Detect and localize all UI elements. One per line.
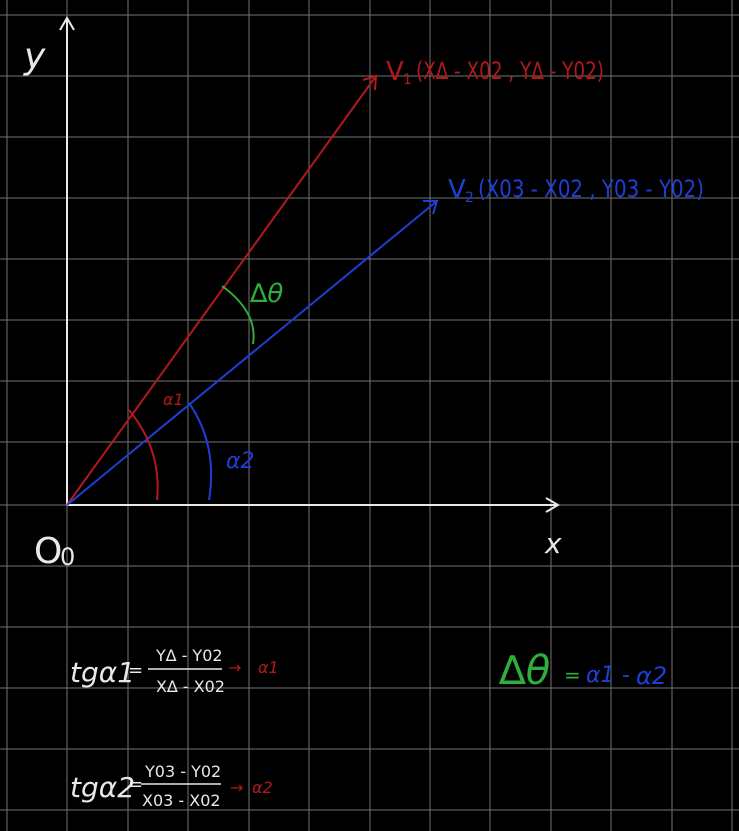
delta-theta-arc (221, 285, 255, 345)
formula-1-equals: = (128, 660, 143, 681)
vector-v2-arrowhead (423, 200, 439, 215)
x-axis-label: x (544, 527, 562, 560)
vector-v2 (66, 200, 439, 506)
delta-theta-label: ∆θ (249, 279, 283, 309)
x-axis-arrowhead (545, 497, 560, 513)
vector-v2-components: (X03 - X02 , Y03 - Y02) (478, 175, 704, 203)
formula-2-numerator: Y03 - Y02 (144, 762, 221, 781)
vector-v1-line (66, 75, 377, 506)
axes (59, 16, 560, 513)
formula-1-denominator: X∆ - X02 (156, 677, 225, 696)
formula-2: tgα2 = Y03 - Y02 X03 - X02 → α2 (70, 762, 273, 810)
delta-formula: ∆θ = α1 - α2 (498, 648, 667, 694)
formula-1-numerator: Y∆ - Y02 (155, 646, 223, 665)
y-axis-arrowhead (59, 16, 75, 31)
vector-v2-name: V (448, 175, 466, 205)
delta-formula-equals: = (564, 663, 581, 687)
formula-1-arrow: → (228, 658, 241, 677)
vector-v1-sub: 1 (403, 72, 412, 88)
vector-v1 (66, 74, 378, 506)
alpha2-arc (188, 402, 213, 501)
formula-1-lhs: tgα1 (70, 656, 135, 689)
vector-v2-sub: 2 (465, 190, 474, 206)
delta-formula-alpha1: α1 (586, 663, 615, 688)
alpha1-arc (128, 409, 159, 501)
formula-2-denominator: X03 - X02 (142, 791, 221, 810)
formula-2-arrow: → (230, 778, 243, 797)
vector-v1-arrowhead (362, 74, 378, 91)
alpha1-label: α1 (163, 390, 184, 409)
delta-formula-alpha2: α2 (636, 662, 667, 690)
delta-formula-minus: - (622, 663, 630, 688)
formula-2-equals: = (128, 774, 143, 795)
formula-1-result: α1 (258, 658, 279, 677)
formula-2-lhs: tgα2 (70, 771, 135, 804)
origin-label: O (34, 531, 62, 572)
alpha2-label: α2 (226, 449, 255, 474)
vector-v1-name: V (386, 57, 404, 87)
vector-v1-components: (X∆ - X02 , Y∆ - Y02) (416, 57, 604, 85)
formula-1: tgα1 = Y∆ - Y02 X∆ - X02 → α1 (70, 646, 279, 696)
delta-formula-lhs: ∆θ (498, 648, 550, 694)
origin-subscript: 0 (60, 543, 75, 571)
y-axis-label: y (23, 36, 46, 77)
vector-v2-line (66, 200, 438, 506)
formula-2-result: α2 (252, 778, 273, 797)
